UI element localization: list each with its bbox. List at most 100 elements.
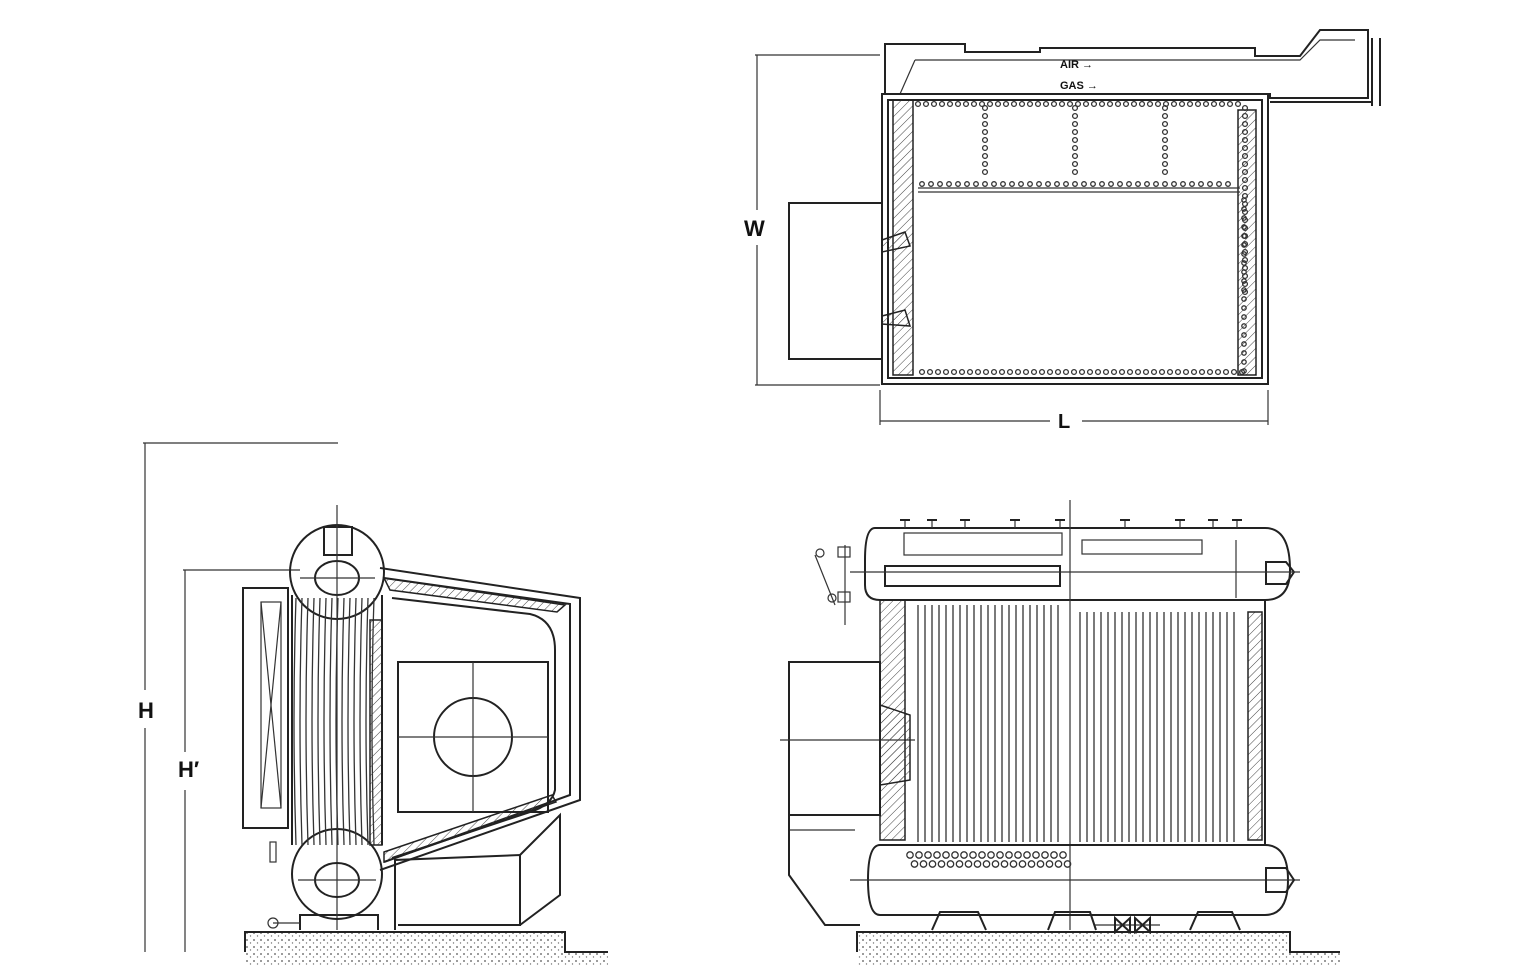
tube-circle: [990, 368, 998, 376]
tube-circle: [1135, 181, 1141, 187]
side-tube-bank: [917, 605, 1235, 842]
tube-circle: [974, 368, 982, 376]
tube-circle: [1178, 100, 1186, 108]
tube-circle: [918, 368, 926, 376]
tube-circle: [978, 851, 986, 859]
tube-circle: [981, 152, 989, 160]
tube-circle: [933, 851, 941, 859]
tube-circle: [1042, 100, 1050, 108]
tube-circle: [1162, 181, 1168, 187]
tube-circle: [1071, 136, 1079, 144]
top-valves: [900, 519, 1242, 528]
dimension-w-label: W: [744, 216, 765, 241]
tube-circle: [1018, 100, 1026, 108]
tube-circle: [951, 851, 959, 859]
tube-line: [365, 597, 369, 846]
tube-circle: [1009, 181, 1015, 187]
tube-circle: [1241, 206, 1247, 212]
tube-circle: [1241, 359, 1247, 365]
tube-circle: [1118, 368, 1126, 376]
tube-circle: [906, 851, 914, 859]
tube-circle: [1058, 100, 1066, 108]
tube-circle: [1014, 851, 1022, 859]
tube-circle: [1241, 256, 1249, 264]
tube-circle: [991, 860, 1000, 868]
tube-circle: [937, 860, 946, 868]
tube-circle: [1086, 368, 1094, 376]
tube-circle: [960, 851, 968, 859]
tube-circle: [1006, 368, 1014, 376]
tube-circle: [924, 851, 932, 859]
tube-circle: [1241, 152, 1249, 160]
tube-circle: [1210, 100, 1218, 108]
tube-line: [317, 597, 321, 846]
tube-line: [359, 597, 363, 846]
tube-circle: [1241, 287, 1247, 293]
tube-circle: [919, 181, 925, 187]
tube-circle: [966, 368, 974, 376]
tube-circle: [1241, 332, 1247, 338]
tube-circle: [928, 181, 934, 187]
tube-circle: [950, 368, 958, 376]
tube-circle: [981, 144, 989, 152]
tube-circle: [969, 851, 977, 859]
tube-circle: [1027, 860, 1036, 868]
tube-circle: [1071, 168, 1079, 176]
tube-line: [305, 597, 309, 846]
tube-circle: [1002, 100, 1010, 108]
tube-circle: [1027, 181, 1033, 187]
tube-circle: [1241, 144, 1249, 152]
tube-circle: [964, 181, 970, 187]
tube-circle: [954, 100, 962, 108]
tube-circle: [1041, 851, 1049, 859]
tube-circle: [1241, 260, 1247, 266]
tube-circle: [981, 136, 989, 144]
tube-circle: [981, 160, 989, 168]
tube-circle: [970, 100, 978, 108]
tube-circle: [946, 181, 952, 187]
tube-circle: [1174, 368, 1182, 376]
tube-circle: [1234, 100, 1242, 108]
tube-circle: [1054, 860, 1063, 868]
tube-circle: [1241, 176, 1249, 184]
tube-circle: [1071, 128, 1079, 136]
tube-circle: [1130, 100, 1138, 108]
tube-circle: [1241, 112, 1249, 120]
tube-circle: [982, 368, 990, 376]
tube-circle: [930, 100, 938, 108]
tube-circle: [973, 181, 979, 187]
dimension-l-label: L: [1058, 411, 1070, 433]
tube-line: [293, 597, 297, 846]
tube-circle: [1182, 368, 1190, 376]
tube-circle: [946, 100, 954, 108]
tube-circle: [1225, 181, 1231, 187]
tube-line: [311, 597, 315, 846]
tube-circle: [991, 181, 997, 187]
tube-circle: [1050, 100, 1058, 108]
tube-circle: [914, 100, 922, 108]
tube-circle: [1071, 144, 1079, 152]
tube-circle: [1144, 181, 1150, 187]
tube-circle: [1054, 368, 1062, 376]
tube-circle: [1062, 368, 1070, 376]
tube-circle: [946, 860, 955, 868]
tube-circle: [1063, 860, 1072, 868]
tube-circle: [1054, 181, 1060, 187]
tube-circle: [942, 368, 950, 376]
end-view: [143, 442, 608, 966]
tube-circle: [987, 851, 995, 859]
tube-circle: [1198, 181, 1204, 187]
tube-circle: [1036, 860, 1045, 868]
tube-circle: [1018, 860, 1027, 868]
tube-line: [341, 597, 345, 846]
tube-circle: [1202, 100, 1210, 108]
tube-circle: [1241, 215, 1247, 221]
tube-circle: [1230, 368, 1238, 376]
tube-circle: [1198, 368, 1206, 376]
tube-circle: [1161, 160, 1169, 168]
tube-circle: [986, 100, 994, 108]
dimension-h-prime-label: H′: [178, 757, 199, 782]
tube-circle: [1241, 368, 1247, 374]
tube-circle: [1034, 100, 1042, 108]
tube-circle: [1180, 181, 1186, 187]
